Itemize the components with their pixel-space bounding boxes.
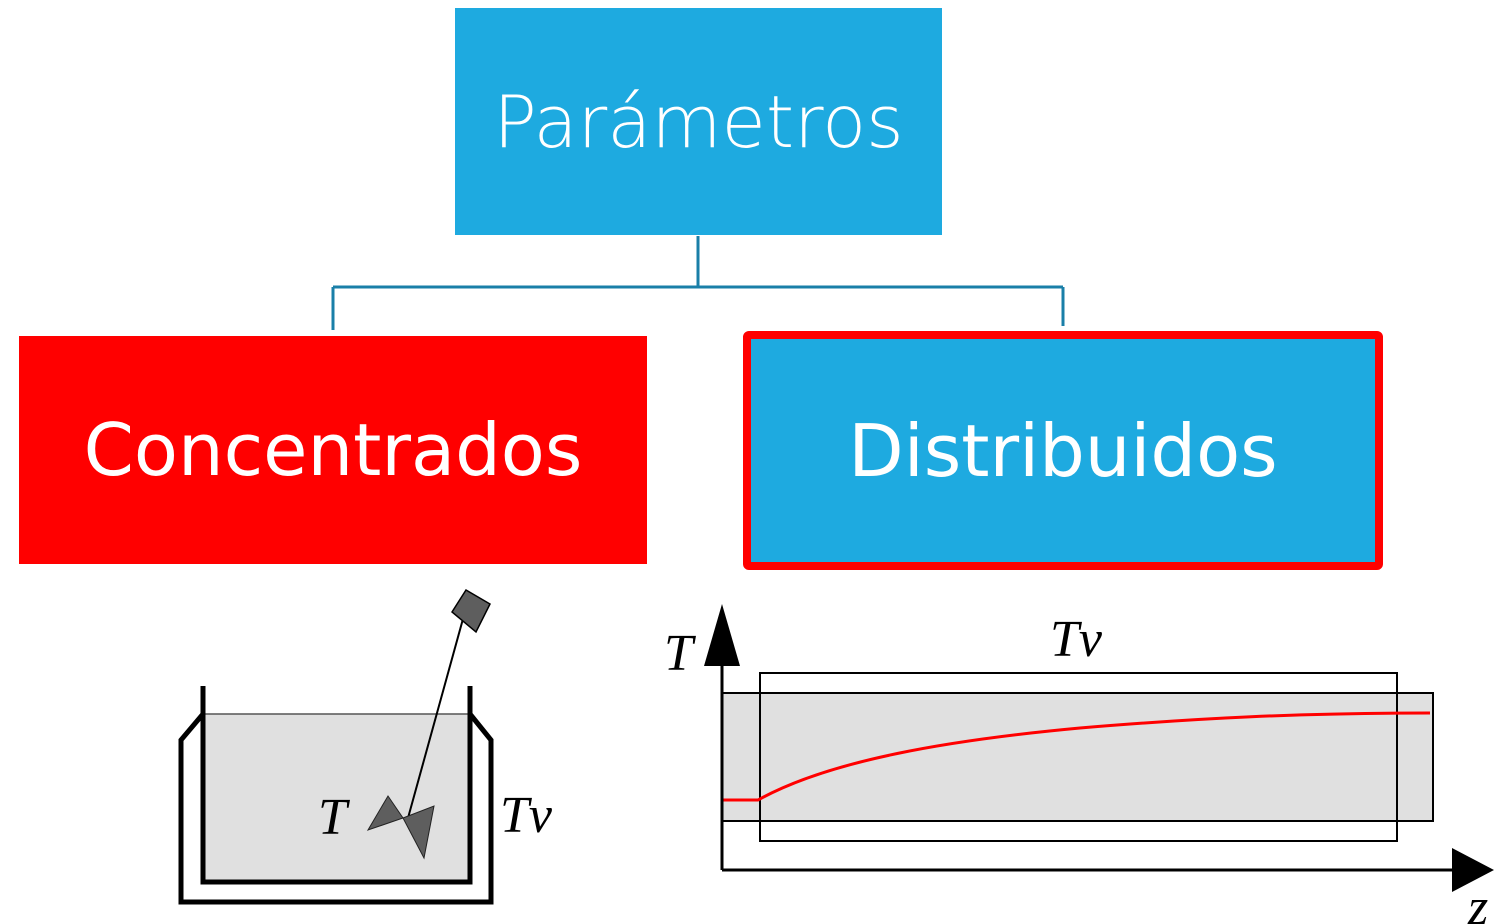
tree-connectors [331, 236, 1065, 330]
y-axis-arrowhead [704, 604, 740, 666]
stirrer-blade-right [402, 805, 435, 860]
tank-temperature-label: T [318, 789, 350, 846]
tank-jacket-label: Tv [500, 787, 553, 844]
tube-jacket [759, 672, 1398, 842]
root-node-label: Parámetros [493, 79, 904, 164]
x-axis-arrowhead [1452, 848, 1494, 892]
root-node-parametros: Parámetros [455, 8, 942, 235]
temperature-profile-curve [722, 711, 1431, 802]
stirrer-blade-left [366, 795, 404, 831]
tube-body [721, 692, 1434, 822]
stirrer-shaft [407, 607, 467, 819]
node-concentrados-label: Concentrados [83, 408, 583, 492]
node-distribuidos-label: Distribuidos [848, 408, 1278, 493]
tube-diagram: T z Tv [664, 604, 1494, 924]
x-axis-label: z [1467, 879, 1488, 924]
stirrer-motor [451, 588, 491, 634]
node-concentrados: Concentrados [19, 336, 647, 564]
tank-liquid [203, 714, 470, 882]
tank-jacket [178, 712, 494, 905]
y-axis-label: T [664, 625, 696, 682]
tube-jacket-label: Tv [1050, 611, 1103, 668]
tank-diagram: T Tv [178, 588, 553, 905]
node-distribuidos: Distribuidos [743, 331, 1383, 570]
tank-inner-wall [200, 686, 473, 885]
